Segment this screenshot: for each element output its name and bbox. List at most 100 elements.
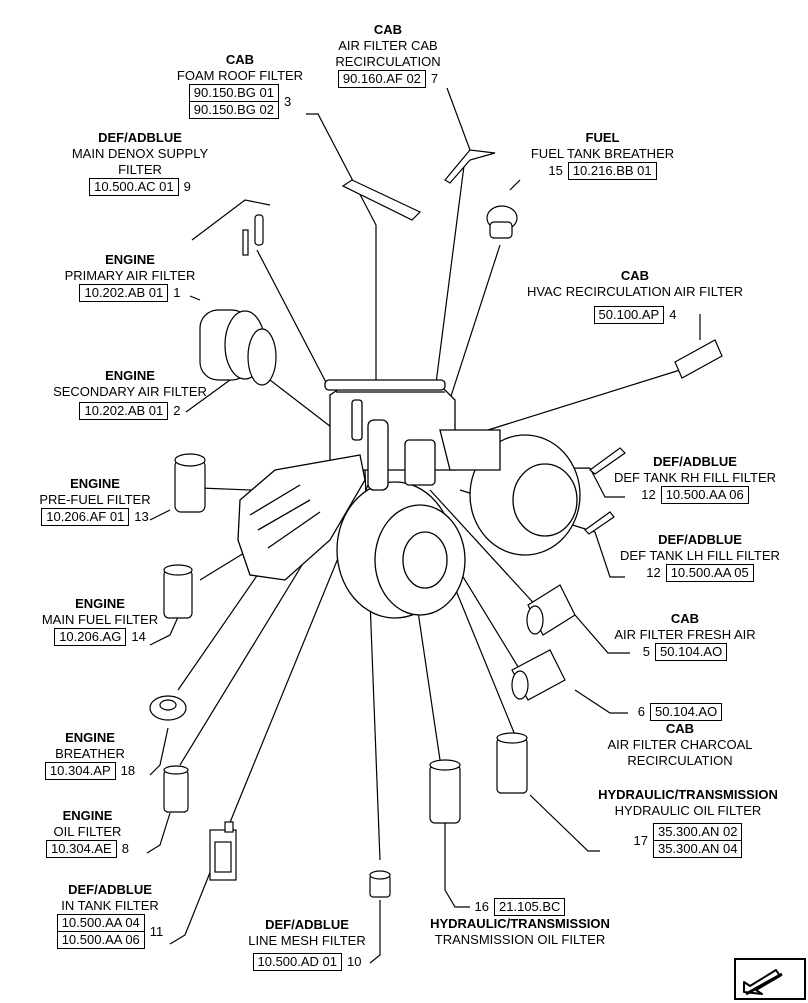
callout-category: ENGINE xyxy=(62,808,113,823)
arrow-icon xyxy=(743,969,783,996)
item-number: 16 xyxy=(474,899,490,914)
callout-desc: DEF TANK LH FILL FILTER xyxy=(620,548,780,563)
part-5-fresh-air-filter xyxy=(526,584,576,636)
callout-category: CAB xyxy=(373,22,403,37)
callout-15: FUEL FUEL TANK BREATHER 15 10.216.BB 01 xyxy=(515,130,690,180)
ref-code[interactable]: 10.202.AB 01 xyxy=(79,284,169,302)
callout-desc: IN TANK FILTER xyxy=(61,898,159,913)
callout-category: ENGINE xyxy=(75,596,125,611)
item-number: 2 xyxy=(173,403,181,418)
part-13-pre-fuel-filter xyxy=(174,453,206,513)
callout-desc: MAIN FUEL FILTER xyxy=(41,612,159,627)
leader-3 xyxy=(306,113,377,390)
callout-category: ENGINE xyxy=(105,252,155,267)
ref-code[interactable]: 90.160.AF 02 xyxy=(337,70,426,88)
item-number: 9 xyxy=(183,179,191,194)
callout-desc: PRIMARY AIR FILTER xyxy=(64,268,196,283)
callout-category: DEF/ADBLUE xyxy=(265,917,349,932)
callout-desc: FOAM ROOF FILTER xyxy=(176,68,304,83)
part-7-cab-recirc-strip xyxy=(444,149,496,184)
callout-7: CAB AIR FILTER CAB RECIRCULATION 90.160.… xyxy=(318,22,458,88)
callout-desc: SECONDARY AIR FILTER xyxy=(53,384,207,399)
callout-category: CAB xyxy=(225,52,255,67)
callout-17: HYDRAULIC/TRANSMISSION HYDRAULIC OIL FIL… xyxy=(588,787,788,858)
leader-2 xyxy=(185,379,231,413)
ref-code[interactable]: 90.150.BG 02 xyxy=(188,102,279,119)
callout-category: DEF/ADBLUE xyxy=(68,882,152,897)
ref-code[interactable]: 10.500.AA 06 xyxy=(56,932,145,949)
tractor-body xyxy=(237,379,581,619)
item-number: 5 xyxy=(642,644,651,659)
item-number: 12 xyxy=(641,487,656,502)
ref-code[interactable]: 90.150.BG 01 xyxy=(188,84,279,102)
part-15-fuel-breather xyxy=(486,205,518,239)
leader-5 xyxy=(429,489,630,654)
ref-code[interactable]: 35.300.AN 02 xyxy=(652,823,743,841)
callout-desc: LINE MESH FILTER xyxy=(248,933,366,948)
callout-category: ENGINE xyxy=(65,730,115,745)
ref-code[interactable]: 10.304.AE xyxy=(46,840,117,858)
callout-desc: RECIRCULATION xyxy=(627,753,733,768)
part-14-main-fuel-filter xyxy=(163,564,193,619)
part-8-oil-filter xyxy=(163,765,189,813)
callout-category: FUEL xyxy=(585,130,620,145)
item-number: 14 xyxy=(131,629,146,644)
item-number: 7 xyxy=(430,71,439,86)
callout-category: ENGINE xyxy=(105,368,155,383)
callout-desc: BREATHER xyxy=(55,746,125,761)
callout-desc: DEF TANK RH FILL FILTER xyxy=(613,470,777,485)
item-number: 10 xyxy=(347,954,362,969)
callout-desc: RECIRCULATION xyxy=(335,54,441,69)
part-10-line-mesh-filter xyxy=(369,870,391,898)
callout-2: ENGINE SECONDARY AIR FILTER 10.202.AB 01… xyxy=(35,368,225,420)
callout-14: ENGINE MAIN FUEL FILTER 10.206.AG 14 xyxy=(20,596,180,646)
callout-desc: FUEL TANK BREATHER xyxy=(530,146,675,161)
ref-code[interactable]: 35.300.AN 04 xyxy=(652,841,743,858)
ref-code[interactable]: 50.104.AO xyxy=(655,643,728,661)
part-12-lh-fill-filter xyxy=(584,511,615,535)
ref-code[interactable]: 10.500.AA 05 xyxy=(665,564,754,582)
item-number: 6 xyxy=(637,704,646,719)
callout-desc: MAIN DENOX SUPPLY xyxy=(71,146,209,161)
ref-code[interactable]: 50.104.AO xyxy=(650,703,723,721)
callout-category: HYDRAULIC/TRANSMISSION xyxy=(598,787,778,802)
item-number: 11 xyxy=(149,923,164,939)
item-number: 13 xyxy=(134,509,149,524)
part-9-denox-filter xyxy=(191,199,271,256)
item-number: 15 xyxy=(548,163,563,178)
callout-9: DEF/ADBLUE MAIN DENOX SUPPLY FILTER 10.5… xyxy=(60,130,220,196)
part-12-rh-fill-filter xyxy=(589,447,626,475)
ref-code[interactable]: 10.500.AD 01 xyxy=(252,953,343,971)
part-11-in-tank-filter xyxy=(209,821,237,881)
ref-code[interactable]: 10.206.AG xyxy=(54,628,127,646)
navigation-arrow-button[interactable] xyxy=(734,958,806,1000)
item-number: 17 xyxy=(633,832,648,848)
ref-code[interactable]: 10.202.AB 01 xyxy=(79,402,169,420)
ref-code[interactable]: 10.304.AP xyxy=(44,762,116,780)
callout-desc: AIR FILTER CAB xyxy=(338,38,438,53)
leader-7 xyxy=(429,87,471,431)
ref-code[interactable]: 50.100.AP xyxy=(593,306,665,324)
part-4-hvac-filter xyxy=(674,339,723,379)
ref-code[interactable]: 10.216.BB 01 xyxy=(567,162,657,180)
ref-code[interactable]: 10.500.AC 01 xyxy=(89,178,179,196)
item-number: 1 xyxy=(173,285,181,300)
callout-10: DEF/ADBLUE LINE MESH FILTER 10.500.AD 01… xyxy=(232,917,382,971)
ref-code[interactable]: 10.206.AF 01 xyxy=(41,508,130,526)
callout-desc: HYDRAULIC OIL FILTER xyxy=(614,803,762,818)
callout-desc: HVAC RECIRCULATION AIR FILTER xyxy=(527,284,743,299)
ref-code[interactable]: 21.105.BC xyxy=(494,898,566,916)
callout-4: CAB HVAC RECIRCULATION AIR FILTER 50.100… xyxy=(510,268,760,324)
callout-category: DEF/ADBLUE xyxy=(653,454,737,469)
filter-parts xyxy=(149,149,723,898)
callout-desc: TRANSMISSION OIL FILTER xyxy=(434,932,606,947)
ref-code[interactable]: 10.500.AA 06 xyxy=(660,486,749,504)
ref-code[interactable]: 10.500.AA 04 xyxy=(56,914,145,932)
item-number: 3 xyxy=(284,93,292,109)
part-16-transmission-filter xyxy=(429,759,461,824)
